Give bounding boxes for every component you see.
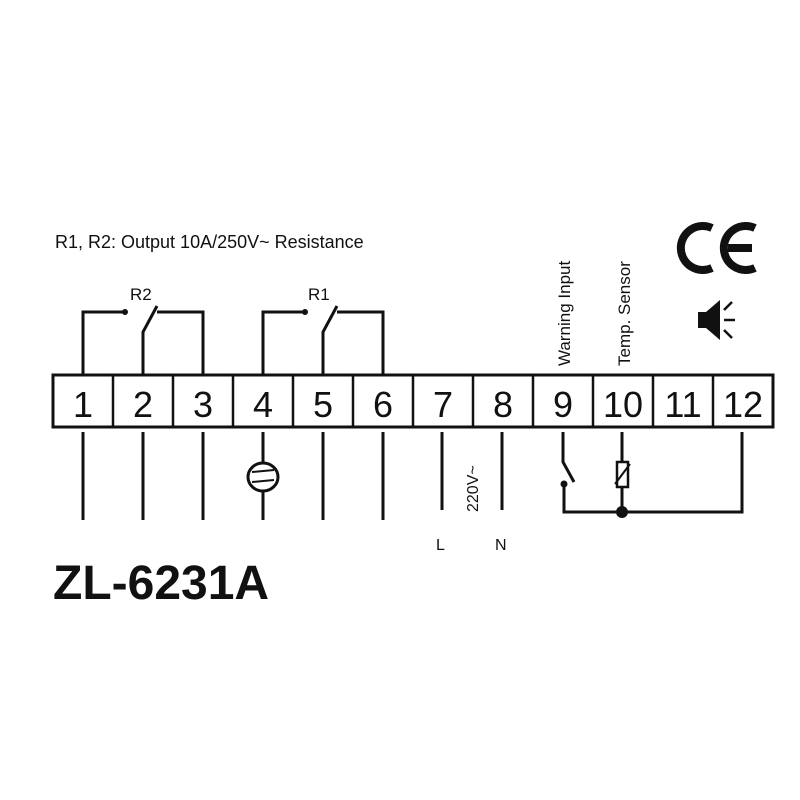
terminal-10: 10 [603,384,643,425]
relay-r2-switch-icon [81,305,205,375]
terminal-12: 12 [723,384,763,425]
neutral-label: N [495,537,507,554]
terminal-3: 3 [193,384,213,425]
terminal-5: 5 [313,384,333,425]
warning-input-label: Warning Input [555,261,574,366]
voltage-label: 220V~ [465,465,482,512]
lower-wiring [81,432,504,520]
fan-motor-icon [246,461,280,493]
temp-sensor-label: Temp. Sensor [615,261,634,366]
terminal-8: 8 [493,384,513,425]
model-title: ZL-6231A [53,557,269,610]
terminal-6: 6 [373,384,393,425]
line-label: L [436,537,445,554]
terminal-4: 4 [253,384,273,425]
relay-r1-label: R1 [308,285,330,304]
terminal-7: 7 [433,384,453,425]
speaker-alarm-icon [698,300,735,340]
relay-r2-label: R2 [130,285,152,304]
terminal-1: 1 [73,384,93,425]
warning-input-switch-icon [560,432,744,514]
output-rating-text: R1, R2: Output 10A/250V~ Resistance [55,232,364,252]
terminal-2: 2 [133,384,153,425]
relay-r1-switch-icon [261,305,385,375]
thermistor-icon [614,432,631,518]
terminal-11: 11 [664,384,701,425]
terminal-9: 9 [553,384,573,425]
ce-mark-icon [676,222,757,274]
